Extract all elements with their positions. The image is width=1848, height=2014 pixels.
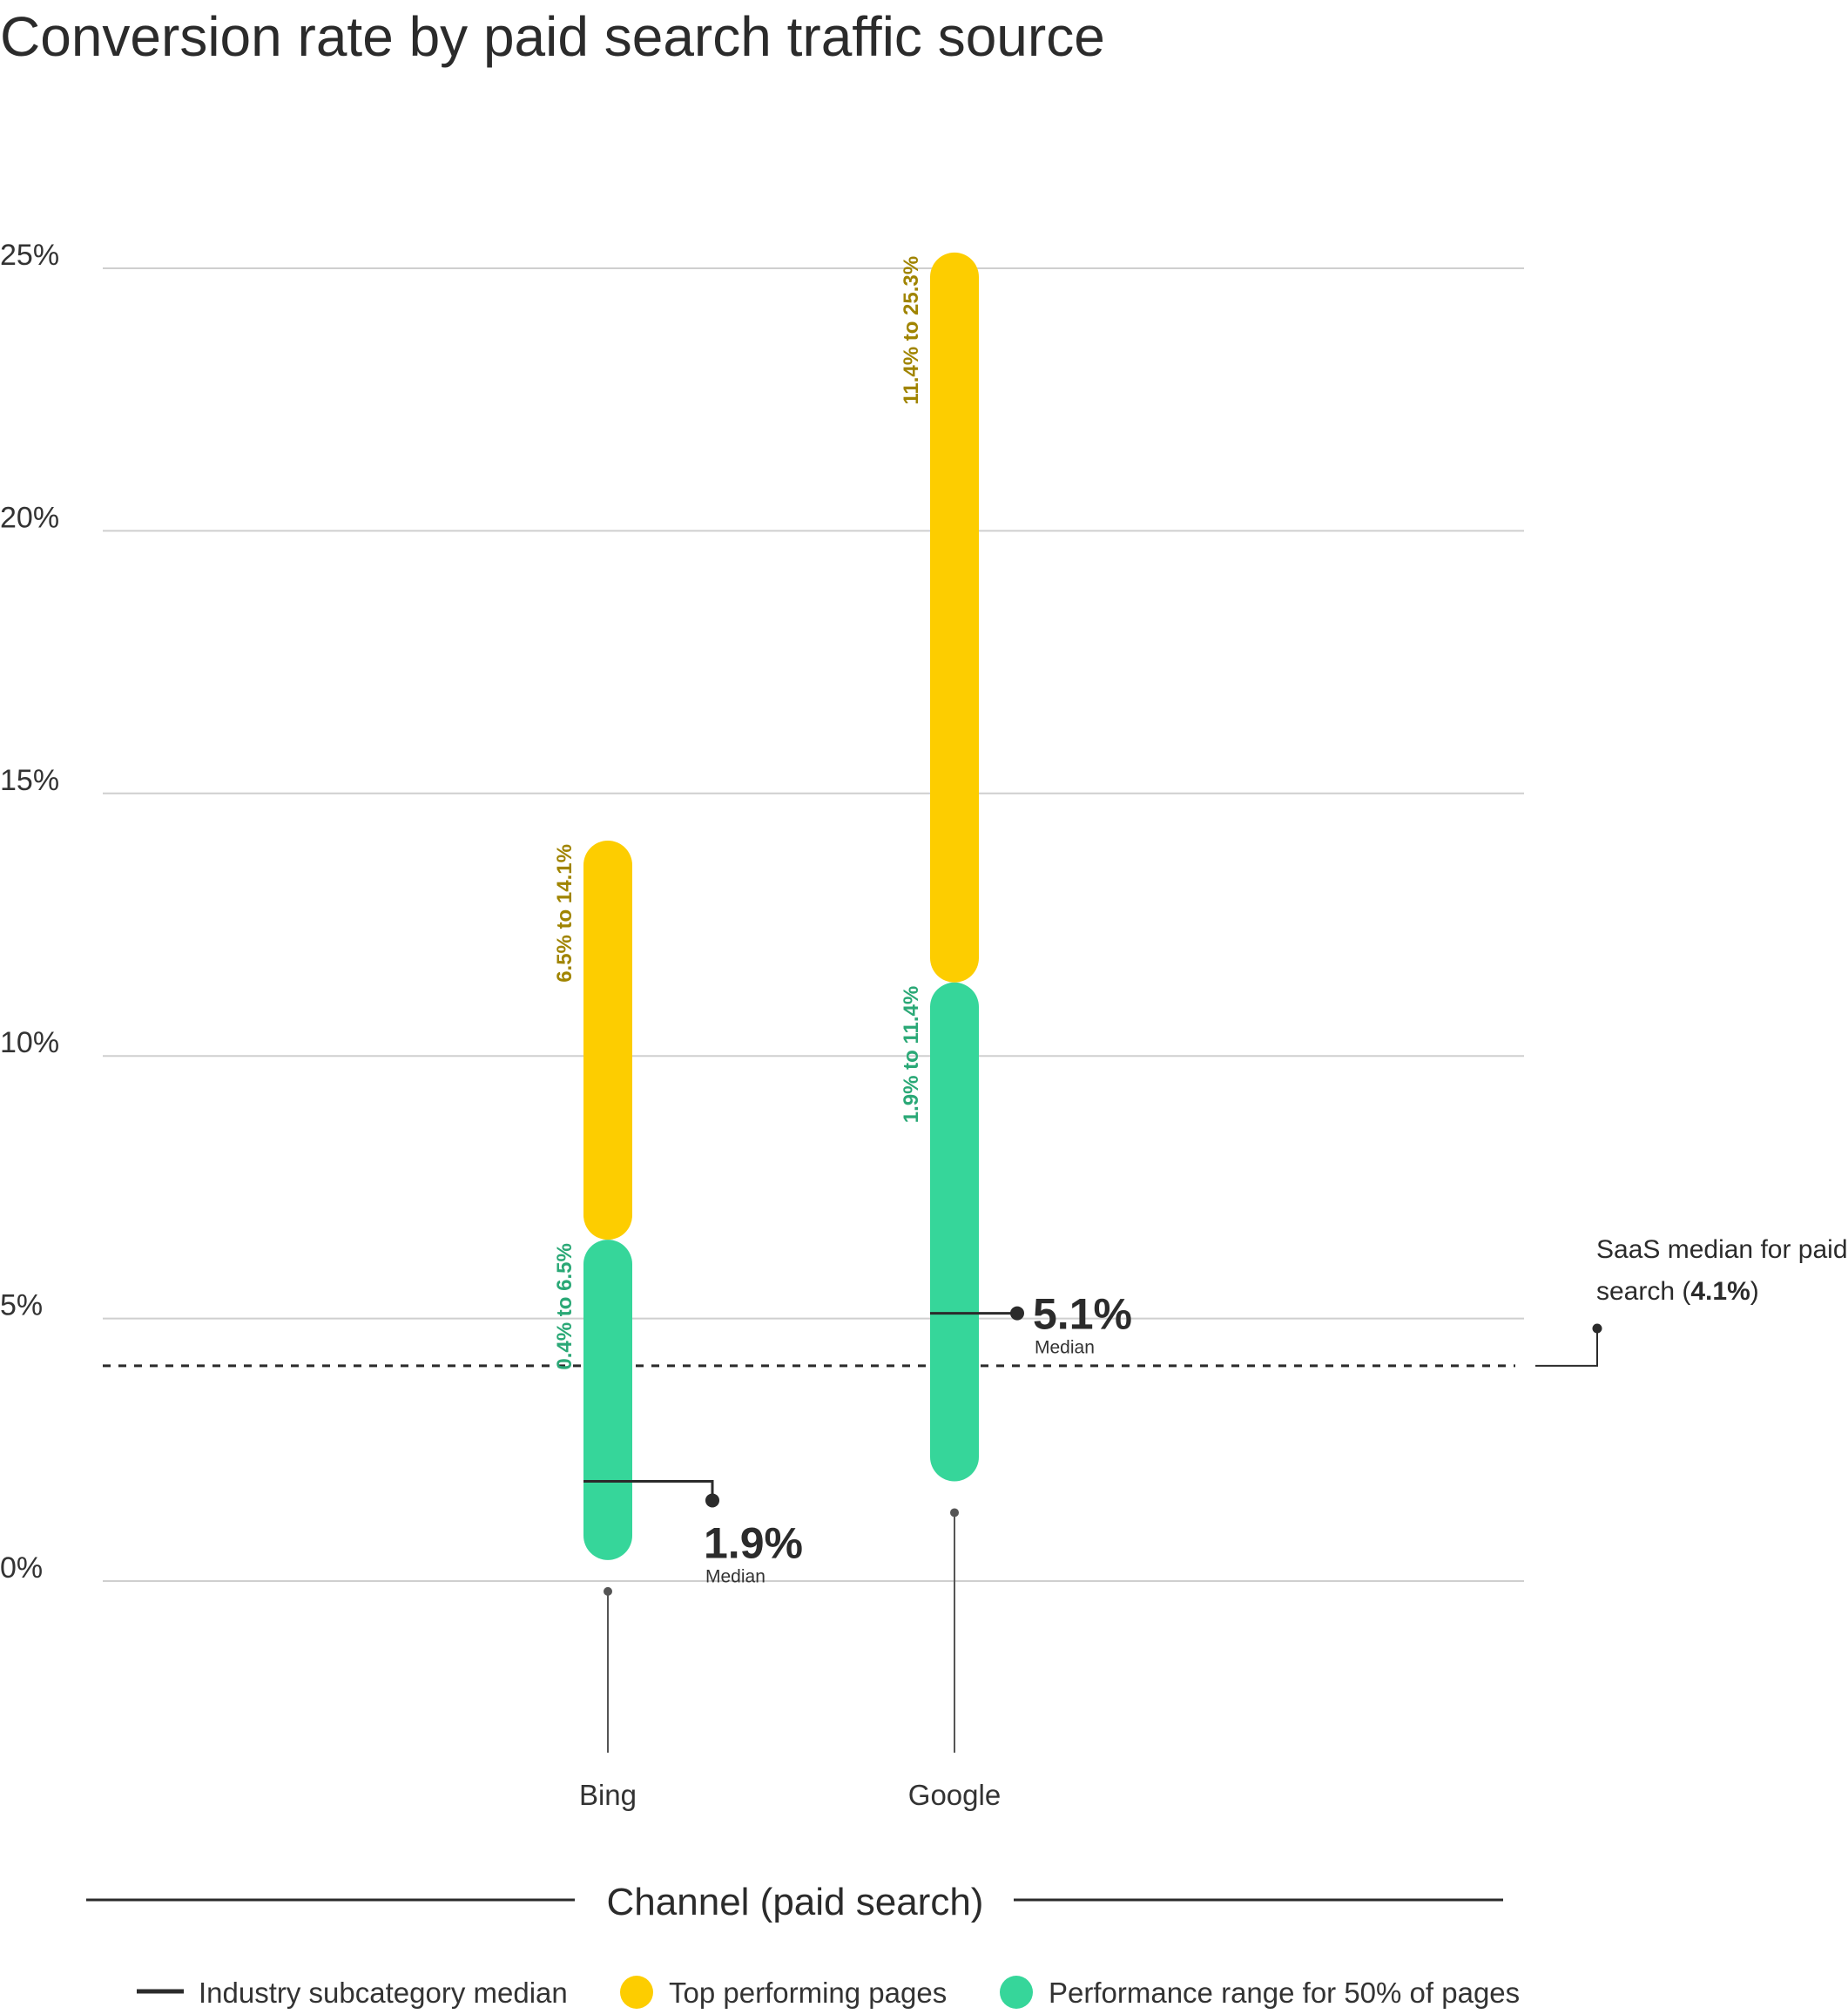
legend: Industry subcategory median Top performin… — [137, 1976, 1520, 2009]
y-tick-label: 20% — [0, 501, 59, 534]
median-value: 1.9% — [704, 1518, 803, 1567]
reference-line-group: SaaS median for paid search (4.1%) — [103, 1235, 1848, 1368]
range-bar-google-top — [930, 252, 979, 983]
range-label: 0.4% to 6.5% — [553, 1243, 577, 1369]
legend-item: Performance range for 50% of pages — [1000, 1976, 1520, 2009]
reference-annotation-line1: SaaS median for paid — [1596, 1235, 1848, 1264]
y-tick-labels: 0% 5% 10% 15% 20% 25% — [0, 239, 59, 1585]
bars: 0.4% to 6.5% 1.9% to 11.4% 6.5% to 14.1% 11… — [553, 252, 979, 1560]
median-caption: Median — [1035, 1338, 1095, 1358]
median-dot — [705, 1493, 719, 1508]
median-marker-google: 5.1%Median — [930, 1290, 1132, 1358]
legend-label: Performance range for 50% of pages — [1049, 1977, 1520, 2009]
x-axis-title: Channel (paid search) — [607, 1881, 984, 1923]
legend-label: Industry subcategory median — [199, 1977, 568, 2009]
y-tick-label: 25% — [0, 239, 59, 272]
reference-connector — [1535, 1328, 1598, 1367]
legend-item: Top performing pages — [620, 1976, 947, 2009]
category-stem-dot — [950, 1508, 959, 1517]
x-tick-label: Bing — [579, 1779, 637, 1811]
range-label: 11.4% to 25.3% — [900, 256, 923, 405]
median-caption: Median — [705, 1566, 766, 1586]
reference-annotation-line2: search (4.1%) — [1596, 1277, 1759, 1306]
range-bar-bing-mid50 — [583, 1240, 632, 1560]
range-label: 1.9% to 11.4% — [900, 986, 923, 1123]
category-stem-dot — [604, 1586, 612, 1596]
median-dot — [1010, 1306, 1024, 1321]
reference-annotation-suffix: ) — [1750, 1277, 1759, 1306]
reference-dot — [1592, 1323, 1602, 1334]
range-bar-google-mid50 — [930, 982, 979, 1482]
legend-dot-marker — [620, 1976, 653, 2009]
gridlines — [103, 267, 1524, 1582]
legend-dot-marker — [1000, 1976, 1033, 2009]
median-value: 5.1% — [1033, 1290, 1132, 1339]
legend-label: Top performing pages — [669, 1977, 947, 2009]
legend-item: Industry subcategory median — [137, 1977, 568, 2009]
reference-annotation-prefix: search ( — [1596, 1277, 1690, 1306]
y-tick-label: 0% — [0, 1551, 43, 1585]
x-tick-label: Google — [908, 1779, 1001, 1811]
y-tick-label: 15% — [0, 764, 59, 797]
median-marker-bing: 1.9%Median — [583, 1479, 803, 1586]
reference-annotation-value: 4.1% — [1690, 1277, 1750, 1306]
chart-title: Conversion rate by paid search traffic s… — [0, 5, 1105, 68]
range-label: 6.5% to 14.1% — [553, 844, 577, 983]
y-tick-label: 10% — [0, 1026, 59, 1059]
y-tick-label: 5% — [0, 1289, 43, 1322]
range-bar-bing-top — [583, 841, 632, 1240]
